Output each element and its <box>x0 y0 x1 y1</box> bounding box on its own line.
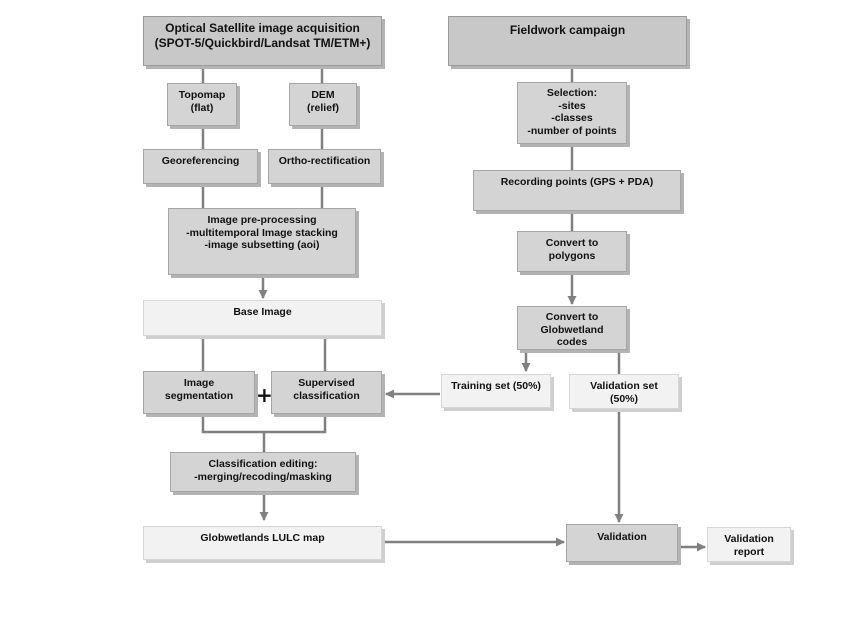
connector-merge-classification <box>201 414 327 434</box>
supervised-classification-box: Supervised classification <box>271 371 382 414</box>
convert-codes-box: Convert to Globwetland codes <box>517 306 627 350</box>
ortho-rectification-box: Ortho-rectification <box>268 149 381 184</box>
validation-report-box: Validation report <box>707 527 791 562</box>
convert-codes-line3: codes <box>556 336 588 348</box>
validation-set-line1: Validation set <box>590 380 658 392</box>
training-set-label: Training set (50%) <box>451 380 541 392</box>
georeferencing-box: Georeferencing <box>143 149 258 184</box>
selection-sites: -sites <box>558 99 586 112</box>
topomap-label: Topomap <box>178 89 226 101</box>
classification-editing-steps: -merging/recoding/masking <box>194 470 332 483</box>
segmentation-label-line2: segmentation <box>164 389 234 402</box>
classification-editing-box: Classification editing: -merging/recodin… <box>170 452 356 492</box>
fieldwork-campaign-title: Fieldwork campaign <box>509 23 626 37</box>
lulc-map-box: Globwetlands LULC map <box>143 526 382 560</box>
selection-number-of-points: -number of points <box>527 124 617 137</box>
segmentation-box: Image segmentation <box>143 371 255 414</box>
lulc-map-label: Globwetlands LULC map <box>200 532 325 544</box>
validation-box: Validation <box>566 524 678 562</box>
convert-polygons-box: Convert to polygons <box>517 231 627 272</box>
preprocessing-step-subsetting: -image subsetting (aoi) <box>204 239 320 251</box>
validation-label: Validation <box>597 531 647 543</box>
selection-classes: -classes <box>551 112 593 124</box>
dem-label: DEM <box>311 89 335 101</box>
georeferencing-label: Georeferencing <box>161 155 240 167</box>
convert-codes-line1: Convert to <box>545 311 599 323</box>
topomap-sublabel: (flat) <box>190 101 214 114</box>
convert-polygons-line1: Convert to <box>545 237 599 249</box>
preprocessing-box: Image pre-processing -multitemporal Imag… <box>168 208 356 275</box>
ortho-rectification-label: Ortho-rectification <box>278 155 371 167</box>
base-image-box: Base Image <box>143 300 382 336</box>
recording-points-label: Recording points (GPS + PDA) <box>500 176 654 188</box>
validation-set-line2: (50%) <box>609 392 638 405</box>
convert-polygons-line2: polygons <box>548 249 596 262</box>
plus-sign: + <box>256 383 273 407</box>
preprocessing-step-stacking: -multitemporal Image stacking <box>186 226 338 239</box>
fieldwork-campaign-box: Fieldwork campaign <box>448 16 687 66</box>
supervised-label-line1: Supervised <box>298 377 355 389</box>
topomap-box: Topomap (flat) <box>167 83 237 126</box>
validation-report-line1: Validation <box>724 533 774 545</box>
validation-report-line2: report <box>733 545 765 558</box>
training-set-box: Training set (50%) <box>441 374 551 408</box>
validation-set-box: Validation set (50%) <box>569 374 679 409</box>
segmentation-label-line1: Image <box>183 377 215 389</box>
dem-sublabel: (relief) <box>306 101 340 114</box>
selection-title: Selection: <box>546 87 598 99</box>
supervised-label-line2: classification <box>293 389 360 402</box>
preprocessing-title: Image pre-processing <box>207 214 317 226</box>
recording-points-box: Recording points (GPS + PDA) <box>473 170 681 211</box>
dem-box: DEM (relief) <box>289 83 357 126</box>
convert-codes-line2: Globwetland <box>540 323 604 336</box>
image-acquisition-title: Optical Satellite image acquisition <box>165 21 360 35</box>
base-image-label: Base Image <box>233 306 292 318</box>
classification-editing-title: Classification editing: <box>208 458 318 470</box>
image-acquisition-box: Optical Satellite image acquisition (SPO… <box>143 16 382 66</box>
image-acquisition-sensors: (SPOT-5/Quickbird/Landsat TM/ETM+) <box>154 36 371 50</box>
selection-box: Selection: -sites -classes -number of po… <box>517 82 627 144</box>
